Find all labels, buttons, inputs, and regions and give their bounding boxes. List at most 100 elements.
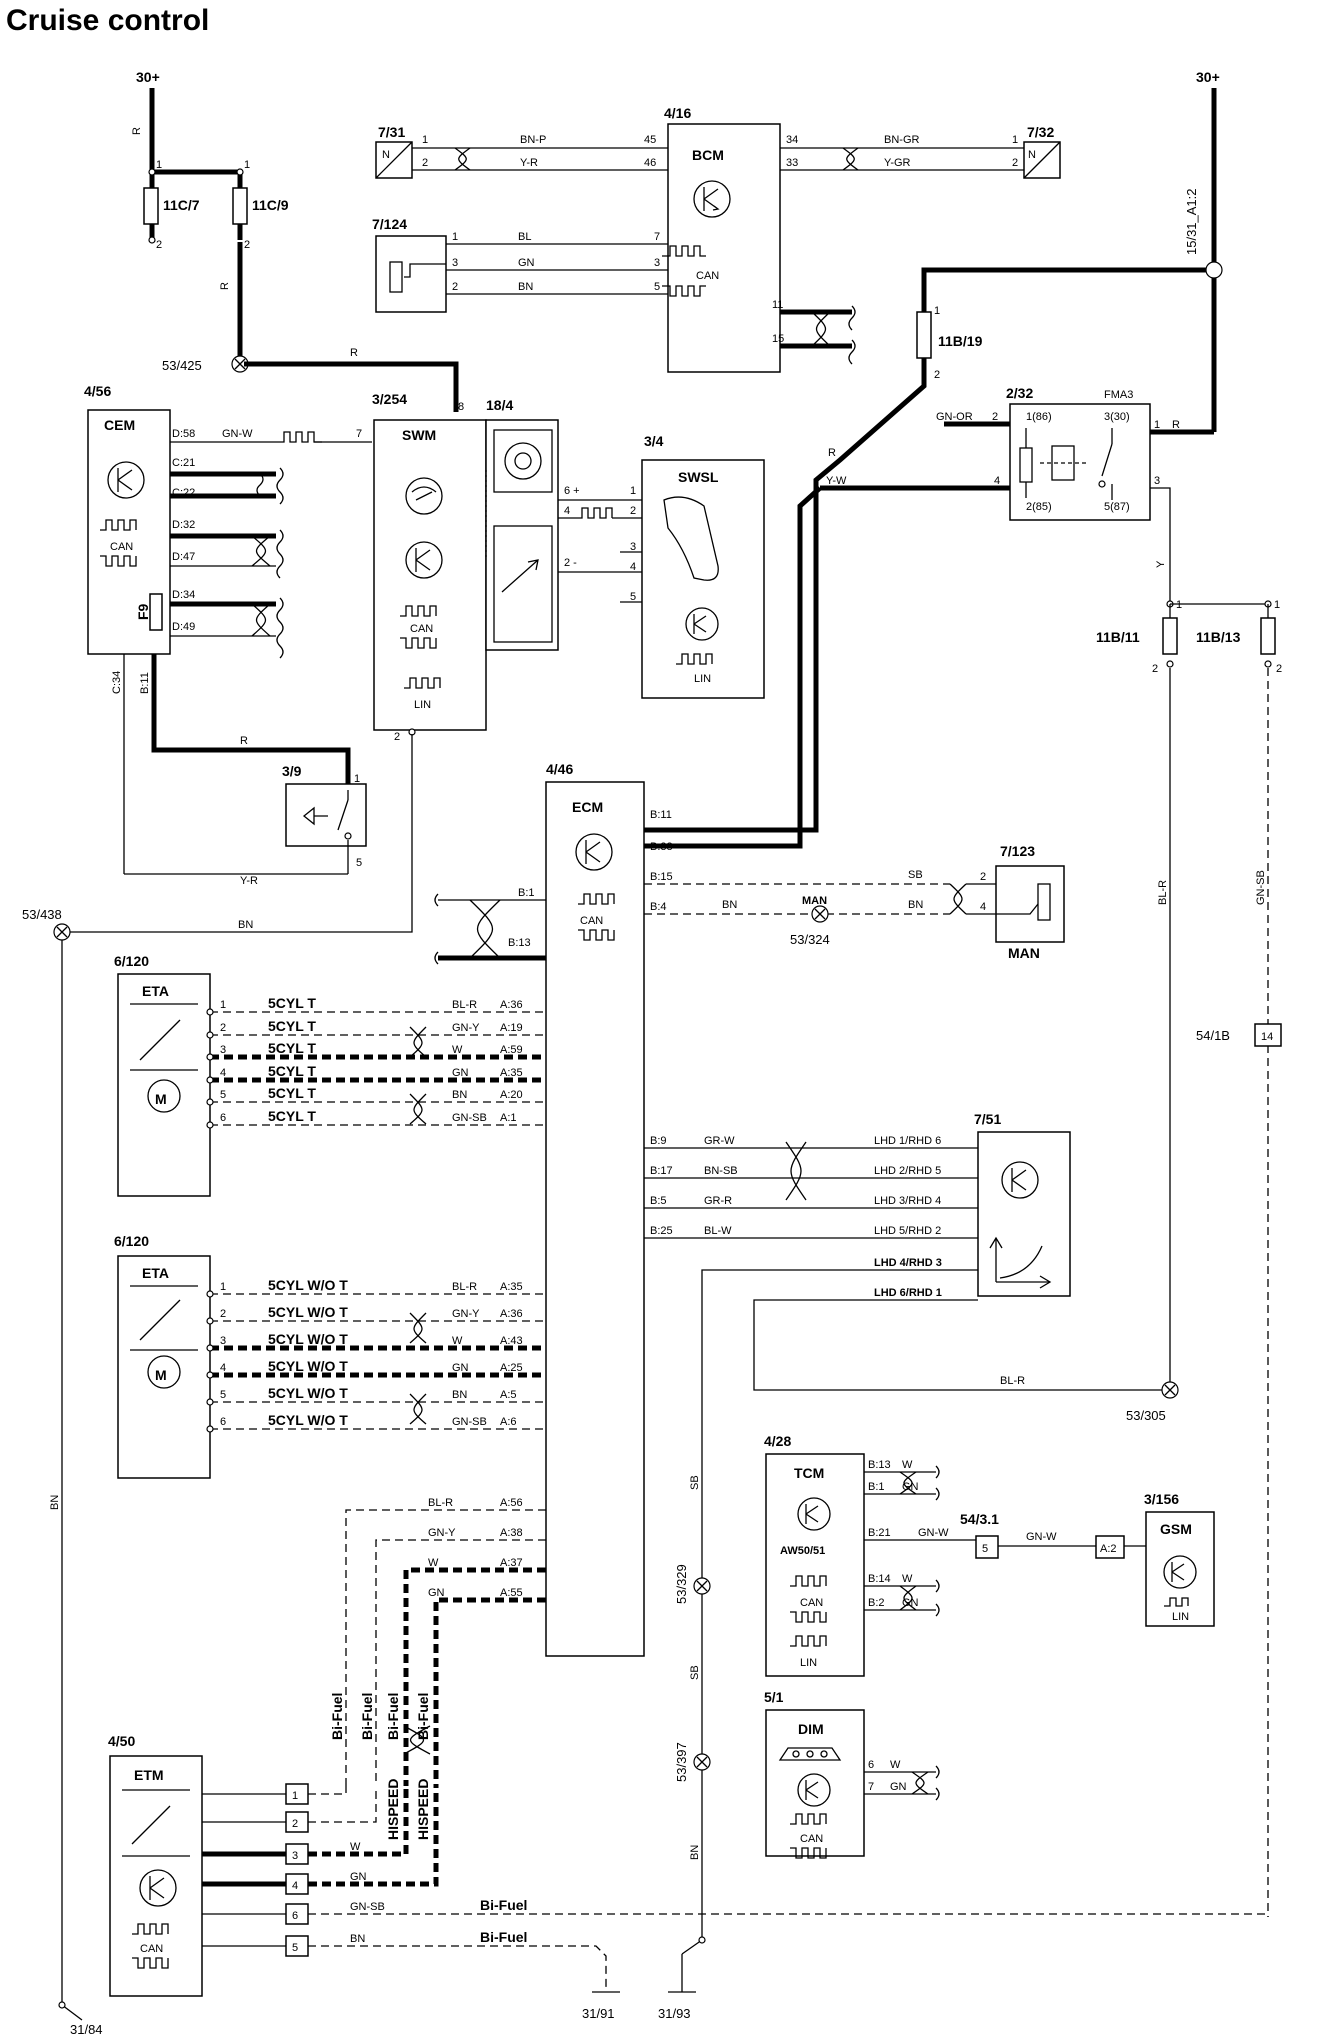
man-label-ground: MAN xyxy=(802,895,827,907)
etm-wire-3 xyxy=(308,1786,409,1857)
cem-name: CEM xyxy=(104,417,135,433)
swsl-pin-5: 5 xyxy=(630,591,636,603)
tcm-wire-color-2: GN-W xyxy=(918,1527,949,1539)
ground-53-438-label: 53/438 xyxy=(22,907,62,922)
pedal-ref: 7/51 xyxy=(974,1111,1001,1127)
etm-vert-bifuel-1: Bi-Fuel xyxy=(329,1693,345,1740)
eta1-pin-4: 4 xyxy=(220,1067,226,1079)
ecm-name: ECM xyxy=(572,799,603,815)
pedal-wire-bl-r: BL-R xyxy=(1000,1375,1025,1387)
conn-54-1b-ref: 54/1B xyxy=(1196,1028,1230,1043)
relay-p5-87: 5(87) xyxy=(1104,501,1130,513)
pedal-wire-color-0: GR-W xyxy=(704,1135,735,1147)
left-supply-wire-r: R xyxy=(131,127,143,135)
eta2-color-2: GN-Y xyxy=(452,1308,480,1320)
relay-p3-30: 3(30) xyxy=(1104,411,1130,423)
ground-53-425-label: 53/425 xyxy=(162,358,202,373)
relay-gn-or: GN-OR xyxy=(936,411,973,423)
eta2-pin-dot-3 xyxy=(206,1344,214,1352)
eta2-pin-dot-4 xyxy=(206,1371,214,1379)
fuse-11b19-pin2: 2 xyxy=(934,369,940,381)
tcm-wire-color-3: W xyxy=(902,1573,913,1585)
bcm-wire-bn-gr: BN-GR xyxy=(884,134,920,146)
left-bn-ground: 53/438 BN 31/84 xyxy=(22,907,103,2037)
swm-pin-8: 8 xyxy=(458,401,464,413)
tcm-splice-ref: 54/3.1 xyxy=(960,1511,999,1527)
bcm-7-31-pin2: 2 xyxy=(422,157,428,169)
diagram-title: Cruise control xyxy=(6,4,209,37)
gsm-name: GSM xyxy=(1160,1521,1192,1537)
tcm-pin-1: B:1 xyxy=(868,1481,885,1493)
lower-ecm-color-2: W xyxy=(428,1557,439,1569)
eta2-tag-4: 5CYL W/O T xyxy=(268,1358,348,1374)
relay-pin-1-right: 1 xyxy=(1154,419,1160,431)
ecm-ref: 4/46 xyxy=(546,761,573,777)
conn-54-1b-box xyxy=(1254,1023,1282,1047)
pedal-extra-row-2: LHD 6/RHD 1 xyxy=(874,1287,942,1299)
brake-switch-pin5: 5 xyxy=(356,857,362,869)
gsm-wire-gn-w: GN-W xyxy=(1026,1531,1057,1543)
relay-box xyxy=(1009,403,1151,521)
etm-pin-2: 2 xyxy=(292,1818,298,1830)
eta2-ecm-5: A:5 xyxy=(500,1389,517,1401)
etm-vert-bifuel-3: Bi-Fuel xyxy=(385,1693,401,1740)
pot-pin-3: 3 xyxy=(452,257,458,269)
cem-pin-d47: D:47 xyxy=(172,551,195,563)
bcm-conn-7-32-n: N xyxy=(1028,149,1036,161)
fuse-11b13-pin1: 1 xyxy=(1274,599,1280,611)
eta1-ref: 6/120 xyxy=(114,953,149,969)
ground-53-305-label: 53/305 xyxy=(1126,1408,1166,1423)
bcm-pin-3: 3 xyxy=(654,257,660,269)
conn-54-1b-pin: 14 xyxy=(1261,1031,1273,1043)
eta1-tag-6: 5CYL T xyxy=(268,1108,316,1124)
pot-pin-2: 2 xyxy=(452,281,458,293)
etm-wire-w: W xyxy=(350,1841,361,1853)
etm-pin-5: 5 xyxy=(292,1942,298,1954)
eta1-color-3: W xyxy=(452,1044,463,1056)
man-ref: 7/123 xyxy=(1000,843,1035,859)
etm-wire-gn: GN xyxy=(350,1871,367,1883)
pedal-ecm-pin-1: B:17 xyxy=(650,1165,673,1177)
pedal-wire-color-2: GR-R xyxy=(704,1195,732,1207)
etm-wire-bn: BN xyxy=(350,1933,365,1945)
eta1-pin-dot-5 xyxy=(206,1098,214,1106)
cem-module: 4/56 CEM CAN F9 D:58 GN-W 7 C:21 C:22 D:… xyxy=(84,383,372,874)
eta2-pin-4: 4 xyxy=(220,1362,226,1374)
fuse-11b13-label: 11B/13 xyxy=(1196,629,1241,645)
bcm-pin-11: 11 xyxy=(772,299,783,311)
bcm-conn-7-31-n: N xyxy=(382,149,390,161)
lower-ecm-wire-0 xyxy=(345,1509,546,1786)
eta2-color-6: GN-SB xyxy=(452,1416,487,1428)
swsl-ref: 3/4 xyxy=(644,433,664,449)
eta2-twist-b xyxy=(409,1393,427,1425)
ecm-pin-b15: B:15 xyxy=(650,871,673,883)
wire-r-swm: R xyxy=(350,347,358,359)
swm-can: CAN xyxy=(410,623,433,635)
pot-wire-bl: BL xyxy=(518,231,531,243)
etm-bifuel-6: Bi-Fuel xyxy=(480,1897,527,1913)
vert-bn-left: BN xyxy=(49,1495,61,1510)
swsl-lin: LIN xyxy=(694,673,711,685)
eta1-ecm-6: A:1 xyxy=(500,1112,517,1124)
bcm-module: 4/16 BCM CAN 7/31 N 1 2 BN-P Y-R 45 46 7… xyxy=(372,105,1061,373)
brake-switch-pin1: 1 xyxy=(354,773,360,785)
vert-sb-1: SB xyxy=(689,1475,701,1490)
eta1-color-4: GN xyxy=(452,1067,469,1079)
right-supply-label: 30+ xyxy=(1196,69,1220,85)
cem-pin-b11: B:11 xyxy=(139,672,151,694)
relay-wire-r: R xyxy=(828,447,836,459)
relay-ref: 2/32 xyxy=(1006,385,1033,401)
man-pin-4: 4 xyxy=(980,901,986,913)
tcm-pin-2: B:21 xyxy=(868,1527,891,1539)
tcm-pin-0: B:13 xyxy=(868,1459,891,1471)
right-supply-relay: 30+ 15/31_A1:2 11B/19 1 2 R 2/32 FMA3 GN… xyxy=(646,69,1282,1917)
eta1-pin-dot-6 xyxy=(206,1121,214,1129)
eta2-color-4: GN xyxy=(452,1362,469,1374)
dim-twist xyxy=(911,1771,929,1795)
left-supply-label: 30+ xyxy=(136,69,160,85)
brake-switch: 3/9 1 5 Y-R xyxy=(124,763,367,887)
bcm-can: CAN xyxy=(696,270,719,282)
